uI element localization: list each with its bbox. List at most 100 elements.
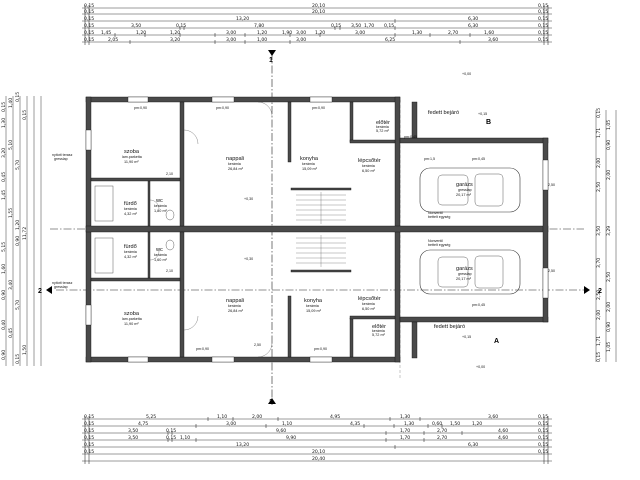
bot-dim-r1-3: 2,00 bbox=[252, 414, 262, 420]
top-dim-r5-2: 1,20 bbox=[136, 30, 146, 36]
room-finish-eloter-bot: kerámia bbox=[372, 329, 385, 333]
right-in-1: 0,90 bbox=[606, 140, 612, 150]
room-area-konyha-top: 15,09 m² bbox=[302, 167, 318, 171]
room-finish-furdo-bot: kerámia bbox=[124, 250, 137, 254]
windows bbox=[85, 96, 549, 363]
top-dim-r4-1: 3,50 bbox=[131, 23, 141, 29]
room-name-konyha-bot: konyha bbox=[304, 298, 323, 304]
bot-dim-r2-1: 4,75 bbox=[138, 421, 148, 427]
bot-dim-r4-4: 9,90 bbox=[286, 435, 296, 441]
room-finish-konyha-top: kerámia bbox=[302, 162, 315, 166]
room-finish-szoba-bot: lam.parketta bbox=[122, 317, 142, 321]
bot-dim-r2-7: 0,60 bbox=[432, 421, 442, 427]
section-2-arrow-left-icon bbox=[46, 286, 52, 294]
left-dim-7: 0,90 bbox=[1, 290, 7, 300]
room-area-nappali-bot: 26,84 m² bbox=[228, 309, 244, 313]
room-finish-lepcso-top: kerámia bbox=[362, 164, 375, 168]
left-in-2: 1,20 bbox=[15, 220, 21, 230]
room-name-fedett-top: fedett bejáró bbox=[428, 110, 459, 116]
room-area-nappali-top: 26,84 m² bbox=[228, 167, 244, 171]
left-in-5: 0,15 bbox=[15, 354, 21, 364]
left-dim-0: 0,15 bbox=[1, 102, 7, 112]
room-finish-lepcso-bot: kerámia bbox=[362, 302, 375, 306]
left-total: 11,72 bbox=[22, 227, 28, 240]
bottom-dimension-chains: 0,15 5,25 1,10 2,00 4,95 1,30 3,60 0,15 … bbox=[82, 414, 552, 464]
garage-door-top: 2,50 bbox=[548, 183, 555, 187]
top-dim-r4-6: 0,15 bbox=[384, 23, 394, 29]
right-dim-2: 2,00 bbox=[596, 158, 602, 168]
bot-dim-r4-0: 0,15 bbox=[84, 435, 94, 441]
top-dim-r1-b: 20,10 bbox=[312, 3, 325, 9]
window-label-3: pm:0,90 bbox=[312, 106, 325, 110]
car-icon bbox=[419, 167, 521, 213]
room-area-szoba-bot: 11,90 m² bbox=[124, 322, 139, 326]
left-dim-5: 5,15 bbox=[1, 242, 7, 252]
bot-dim-r4-3: 1,10 bbox=[180, 435, 190, 441]
left-dim-12: 1,55 bbox=[8, 208, 14, 218]
right-dimension-chains: 0,15 1,71 2,00 2,50 3,50 3,70 2,50 2,00 … bbox=[595, 108, 617, 362]
top-dim-r4-2: 0,15 bbox=[176, 23, 186, 29]
room-area-garazs-top: 20,17 m² bbox=[456, 193, 472, 197]
bot-dim-r5-1: 13,20 bbox=[236, 442, 249, 448]
window-label-5: pm:0,90 bbox=[314, 347, 327, 351]
top-dim-r6-5: 3,00 bbox=[296, 37, 306, 43]
level-bottom: +0,00 bbox=[476, 365, 485, 369]
top-dim-r6-6: 6,25 bbox=[385, 37, 395, 43]
left-dim-2: 3,20 bbox=[1, 148, 7, 158]
vent-sub-top: bettelt egység bbox=[428, 215, 450, 219]
bot-dim-r1-1: 5,25 bbox=[146, 414, 156, 420]
bot-dim-r2-5: 1,30 bbox=[404, 421, 414, 427]
right-in-5: 2,00 bbox=[606, 302, 612, 312]
room-name-furdo-bot: fürdő bbox=[124, 244, 137, 250]
bot-dim-r2-8: 1,20 bbox=[472, 421, 482, 427]
bot-dim-r2-6: 1,50 bbox=[450, 421, 460, 427]
room-area-szoba-top: 11,90 m² bbox=[124, 160, 139, 164]
bot-dim-r4-6: 2,70 bbox=[437, 435, 447, 441]
bot-dim-r1-7: 0,15 bbox=[538, 414, 548, 420]
right-dim-8: 1,71 bbox=[596, 336, 602, 346]
section-1-top: 1 bbox=[269, 57, 273, 64]
vent-label-top: Nonventil bbox=[428, 211, 443, 215]
top-dim-r5-8: 1,20 bbox=[315, 30, 325, 36]
room-area-wc-bot: 1,60 m² bbox=[154, 258, 168, 262]
bot-dim-r6-2: 0,15 bbox=[538, 449, 548, 455]
top-dim-r2-b: 20,10 bbox=[312, 9, 325, 15]
top-dim-r6-2: 3,20 bbox=[170, 37, 180, 43]
bot-dim-r3-1: 3,50 bbox=[128, 428, 138, 434]
bot-dim-r2-9: 0,15 bbox=[538, 421, 548, 427]
bot-dim-r7-0: 20,40 bbox=[312, 456, 325, 462]
room-name-nappali-bot: nappali bbox=[226, 298, 244, 304]
top-dim-r5-6: 3,00 bbox=[296, 30, 306, 36]
bot-dim-r4-5: 1,70 bbox=[400, 435, 410, 441]
room-name-lepcso-bot: lépcsőtér bbox=[358, 296, 381, 302]
bot-dim-r1-6: 3,60 bbox=[488, 414, 498, 420]
right-dim-6: 2,50 bbox=[596, 290, 602, 300]
right-dim-0: 0,15 bbox=[596, 108, 602, 118]
right-dim-7: 2,00 bbox=[596, 310, 602, 320]
top-dim-r6-8: 0,15 bbox=[538, 37, 548, 43]
pm-label-1: pm:0,45 bbox=[472, 157, 485, 161]
left-dim-14: 0,45 bbox=[8, 328, 14, 338]
sill-label-bot: 2,10 bbox=[166, 269, 173, 273]
right-in-6: 0,90 bbox=[606, 322, 612, 332]
garage-door-bot: 2,50 bbox=[548, 269, 555, 273]
floor-level-top: +0,30 bbox=[244, 197, 253, 201]
section-a: A bbox=[494, 338, 499, 345]
room-area-lepcso-top: 6,50 m² bbox=[362, 169, 376, 173]
section-2-left: 2 bbox=[38, 288, 42, 295]
room-finish-eloter-top: kerámia bbox=[376, 125, 389, 129]
bot-dim-r6-1: 20,10 bbox=[312, 449, 325, 455]
window-label-2: pm:0,90 bbox=[216, 106, 229, 110]
room-name-nappali-top: nappali bbox=[226, 156, 244, 162]
bot-dim-r4-1: 3,50 bbox=[128, 435, 138, 441]
top-dim-r2-a: 0,15 bbox=[84, 9, 94, 15]
right-dim-5: 3,70 bbox=[596, 258, 602, 268]
section-2-right: 2 bbox=[598, 288, 602, 295]
top-dim-r5-0: 0,15 bbox=[84, 30, 94, 36]
room-finish-garazs-top: gresslap bbox=[458, 188, 472, 192]
level-entry-top: +0,15 bbox=[478, 112, 487, 116]
bot-dim-r2-2: 3,00 bbox=[226, 421, 236, 427]
room-name-fedett-bot: fedett bejáró bbox=[434, 324, 465, 330]
top-dim-r5-13: 0,15 bbox=[538, 30, 548, 36]
